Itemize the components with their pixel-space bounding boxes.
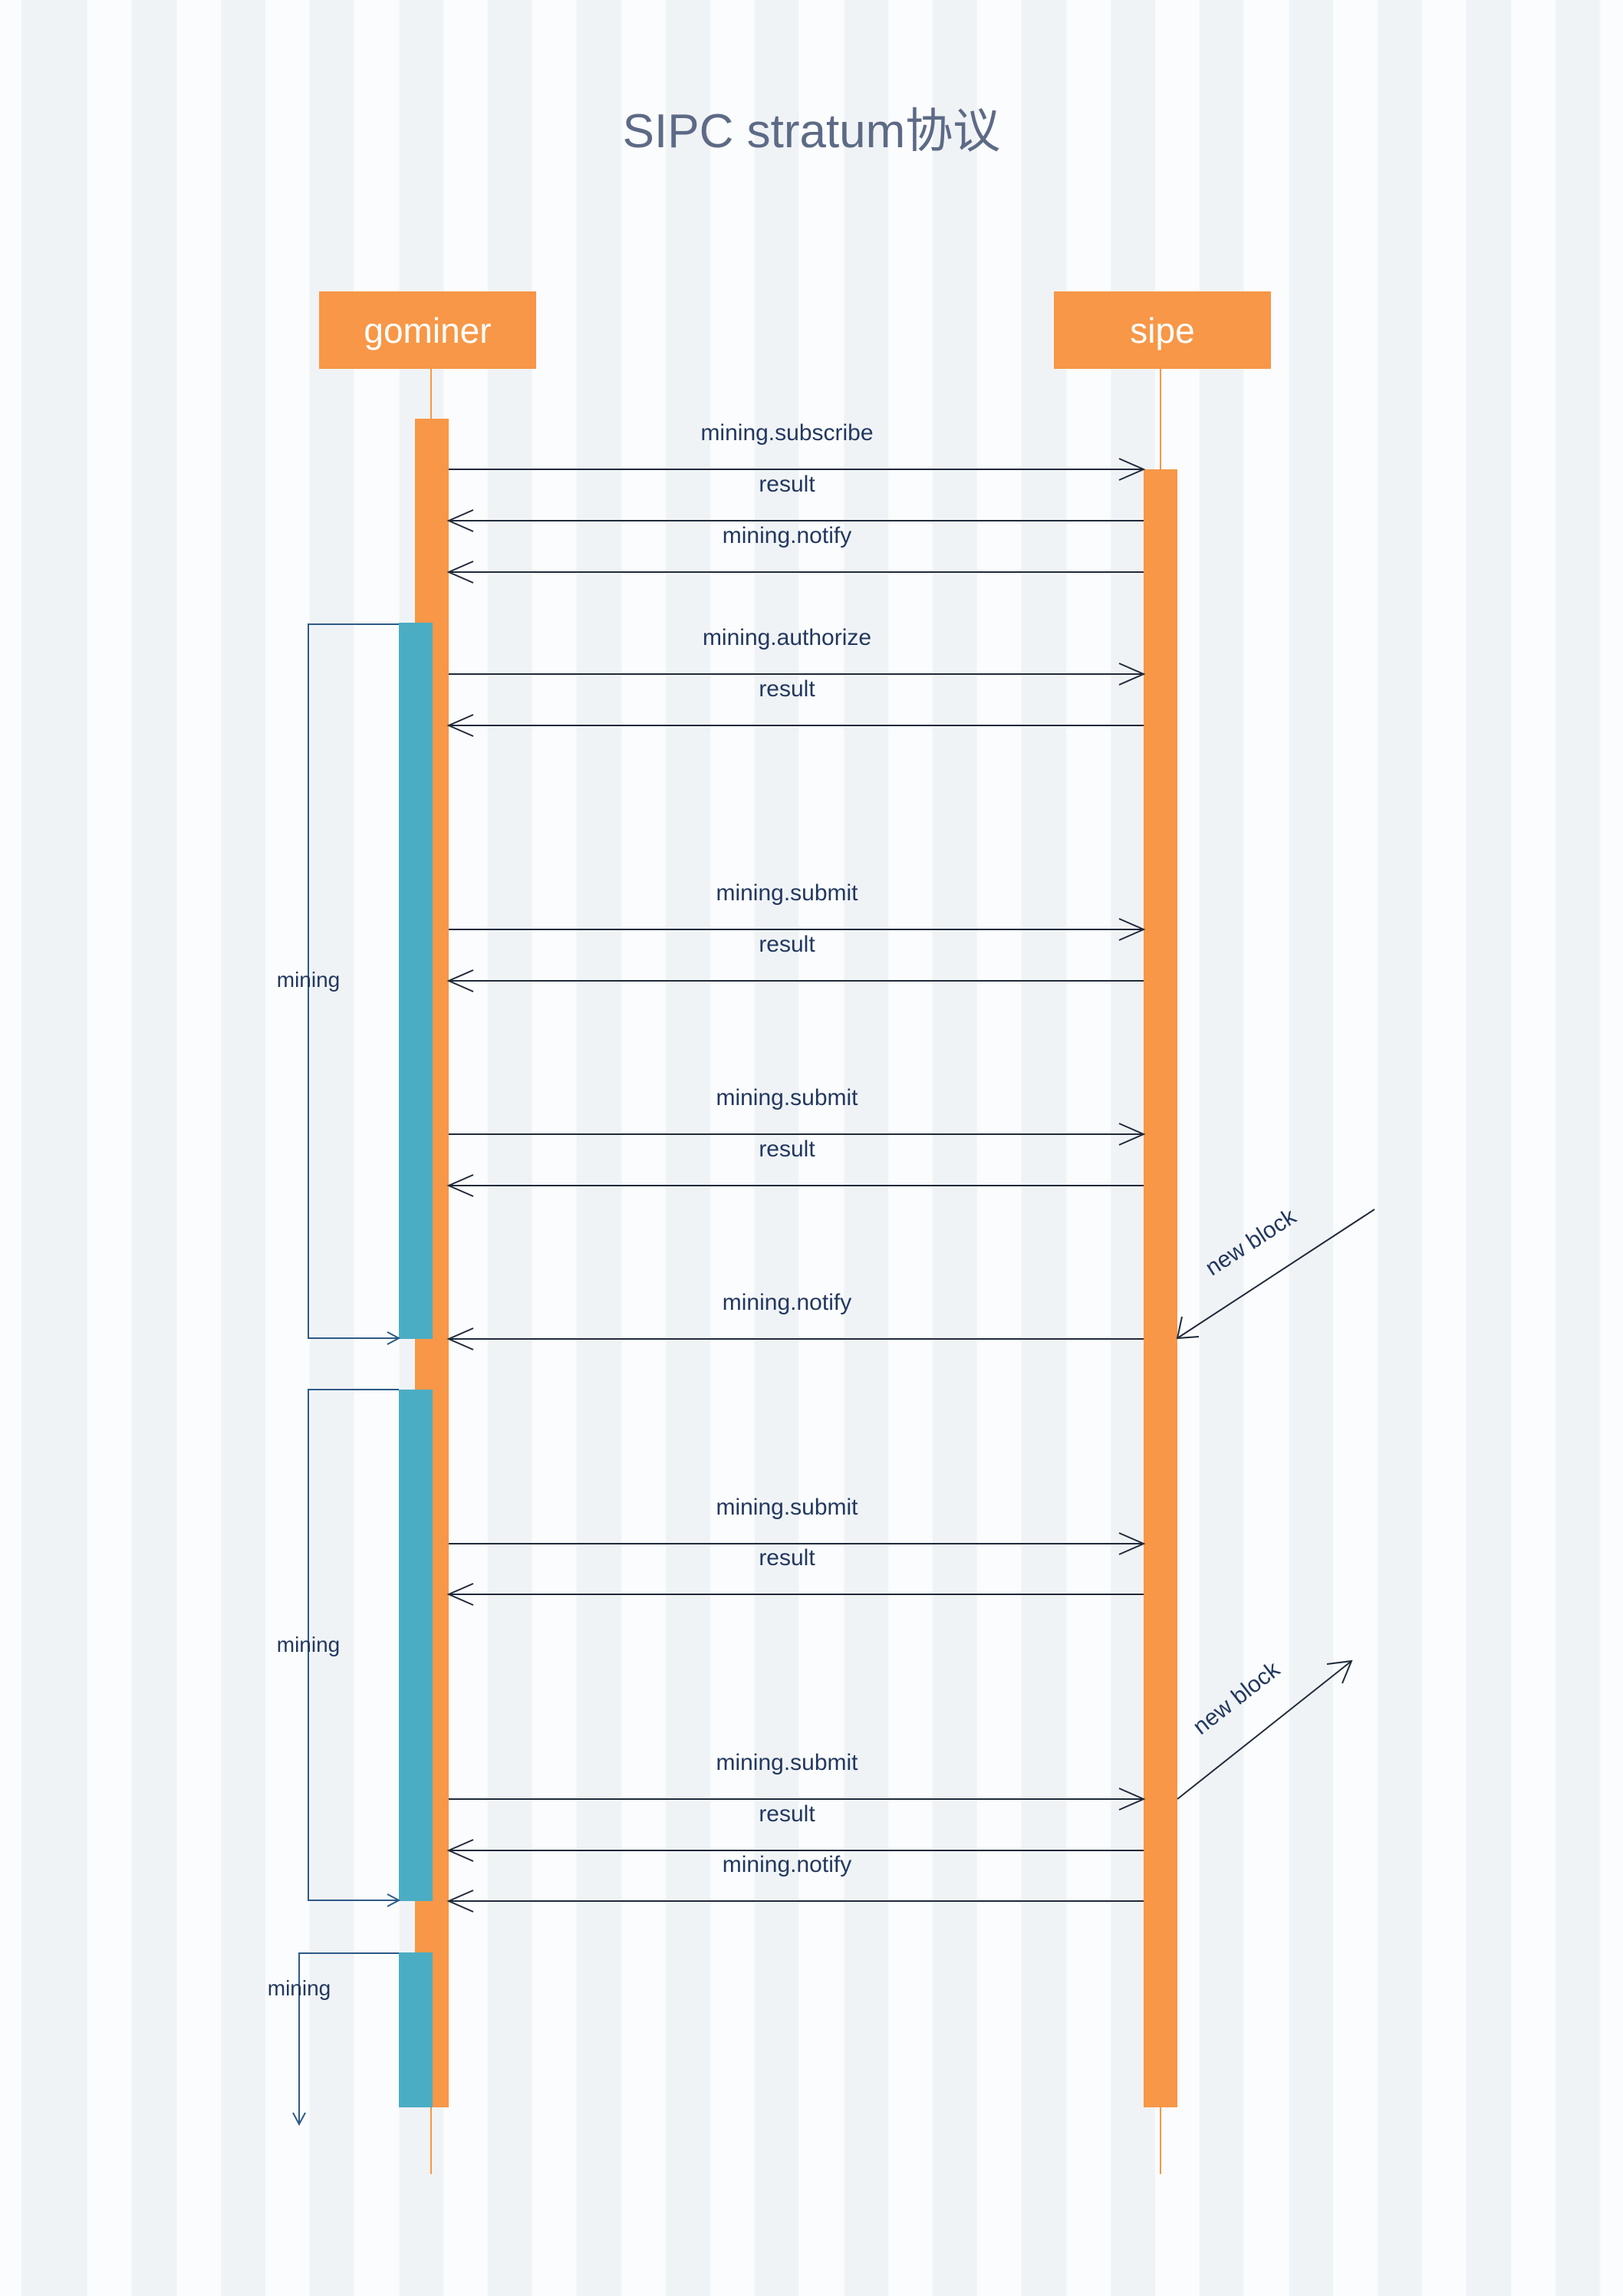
new-block-in-line [1177,1209,1375,1339]
message-layer: mining.subscribe result mining.notify minin… [446,420,1146,1913]
participant-sipe: sipe [1054,291,1271,369]
loop-bracket-2 [308,1389,399,1901]
message-label: mining.notify [723,1290,851,1315]
message-label: result [759,1801,815,1827]
new-block-in-arrowhead [1176,1316,1200,1340]
loop-arrowhead-3 [292,2112,306,2127]
message-arrowhead [446,1890,474,1913]
message-arrowhead [446,509,474,532]
message-label: mining.notify [723,1852,851,1877]
message-arrowhead [1118,458,1146,481]
message-label: result [759,1545,815,1571]
message-label: mining.subscribe [700,420,873,446]
activation-mining-2 [399,1390,433,1901]
message-arrowhead [1118,1788,1146,1811]
loop-label-1: mining [277,968,340,992]
loop-arrowhead-2 [387,1893,401,1907]
message-arrowhead [446,1327,474,1350]
message-arrowhead [446,969,474,992]
message-label: mining.submit [716,1750,858,1775]
message-label: mining.notify [723,523,851,548]
message-arrowhead [446,714,474,737]
message-label: result [759,932,815,957]
activation-mining-3 [399,1952,433,2107]
message-label: result [759,1136,815,1162]
activation-sipe [1144,469,1177,2107]
message-label: result [759,676,815,702]
message-label: mining.submit [716,880,858,906]
message-label: mining.submit [716,1495,858,1520]
message-label: mining.authorize [703,625,871,650]
loop-arrowhead-1 [387,1331,401,1345]
message-arrowhead [1118,918,1146,941]
new-block-out-label: new block [1188,1656,1285,1740]
new-block-in-label: new block [1201,1203,1302,1281]
message-arrowhead [446,1174,474,1197]
message-arrowhead [1118,663,1146,686]
new-block-out-arrowhead [1326,1660,1353,1684]
loop-bracket-3 [298,1952,399,2124]
loop-label-3: mining [268,1976,331,2000]
message-label: mining.submit [716,1085,858,1110]
new-block-out-line [1177,1660,1352,1800]
loop-label-2: mining [277,1633,340,1656]
message-arrowhead [446,1839,474,1862]
message-arrowhead [446,1583,474,1606]
loop-bracket-1 [308,623,399,1339]
message-arrowhead [446,561,474,584]
activation-mining-1 [399,623,433,1339]
participant-gominer: gominer [319,291,536,369]
message-arrowhead [1118,1532,1146,1555]
diagram-title: SIPC stratum协议 [622,105,1001,158]
message-arrowhead [1118,1123,1146,1146]
message-label: result [759,472,815,497]
